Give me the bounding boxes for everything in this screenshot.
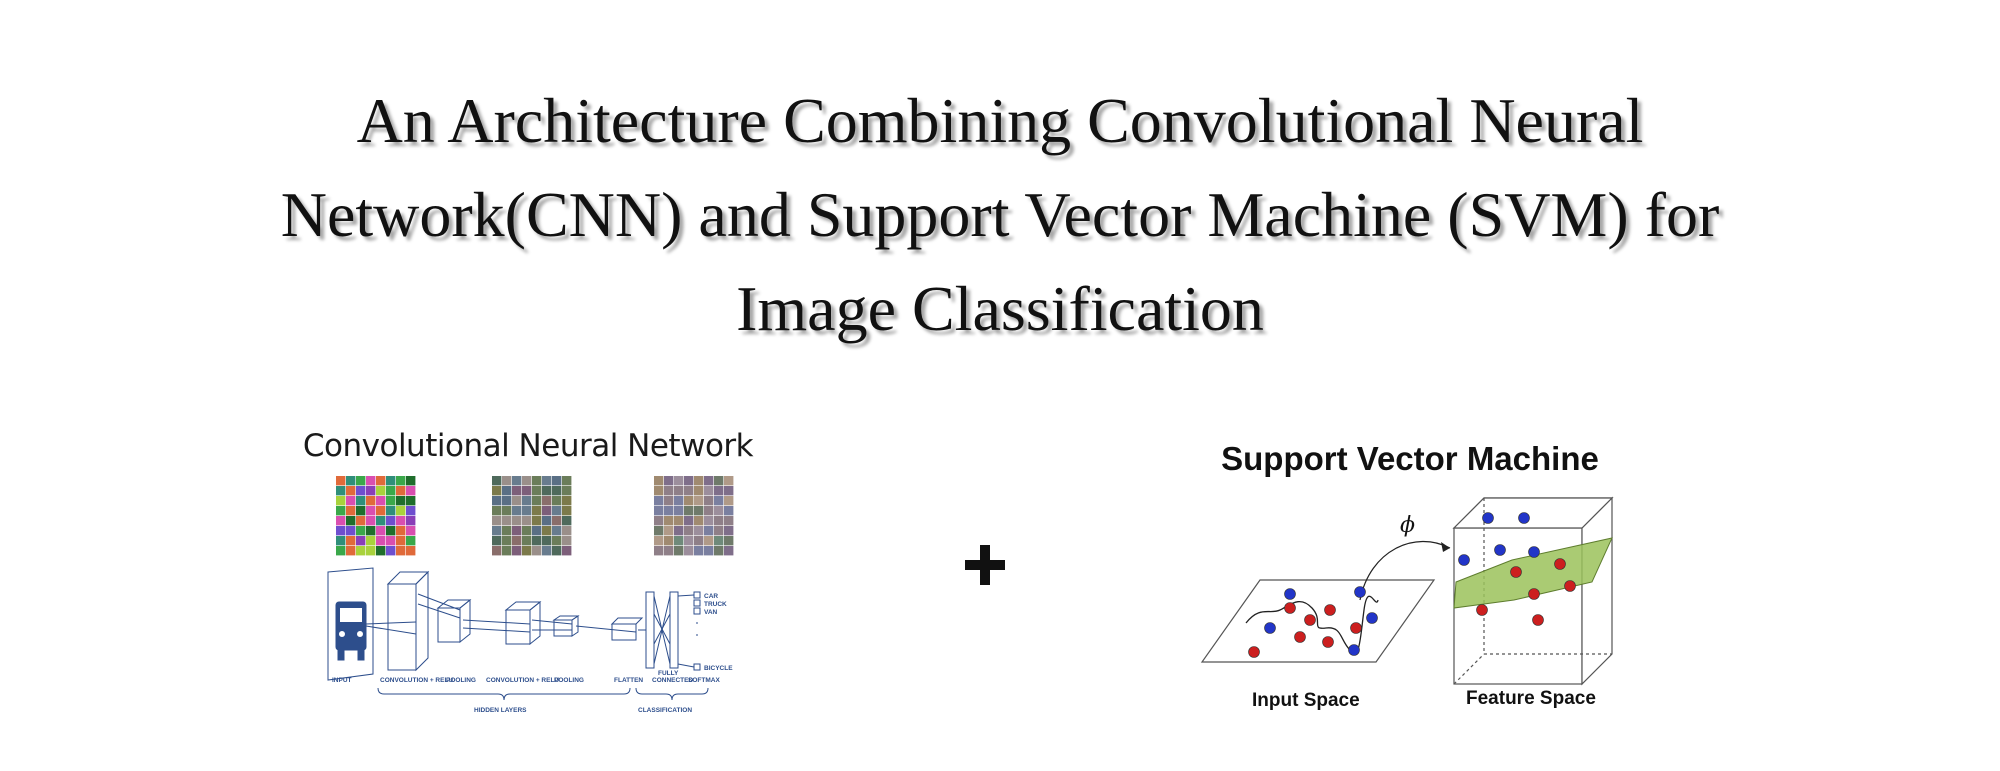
cnn-title: Convolutional Neural Network xyxy=(302,428,754,464)
red-data-point xyxy=(1284,602,1296,614)
red-data-point xyxy=(1248,646,1260,658)
classification-brace xyxy=(635,687,709,701)
fully-connected-layer xyxy=(638,591,679,669)
separating-hyperplane xyxy=(1453,537,1613,609)
page-title: An Architecture Combining Convolutional … xyxy=(0,74,2000,356)
phi-label: ϕ xyxy=(1400,513,1415,538)
title-line-3: Image Classification xyxy=(736,273,1264,344)
red-data-point xyxy=(1564,580,1576,592)
red-data-point xyxy=(1350,622,1362,634)
cnn-diagram: INPUT CONVOLUTION + RELU POOLING CONVOLU… xyxy=(327,476,734,714)
blue-data-point xyxy=(1348,644,1360,656)
red-data-point xyxy=(1554,558,1566,570)
blue-data-point xyxy=(1528,546,1540,558)
red-data-point xyxy=(1528,588,1540,600)
cnn-label-truck: TRUCK xyxy=(704,601,727,608)
blue-data-point xyxy=(1354,586,1366,598)
cnn-label-van: VAN xyxy=(704,609,718,616)
cnn-label-pool2: POOLING xyxy=(554,677,584,684)
red-data-point xyxy=(1304,614,1316,626)
title-line-2: Network(CNN) and Support Vector Machine … xyxy=(280,179,1720,250)
feature-map-3 xyxy=(654,476,734,556)
blue-data-point xyxy=(1264,622,1276,634)
pool1-block xyxy=(417,593,472,644)
input-space-label: Input Space xyxy=(1252,690,1360,711)
phi-arrow-head xyxy=(1441,542,1450,552)
pool2-block xyxy=(531,615,580,637)
cnn-label-fully: FULLY xyxy=(658,670,679,677)
red-data-point xyxy=(1324,604,1336,616)
feature-space-label: Feature Space xyxy=(1466,688,1596,709)
feature-map-2 xyxy=(492,476,572,556)
cnn-label-connected: CONNECTED xyxy=(652,677,693,684)
blue-data-point xyxy=(1494,544,1506,556)
conv1-block xyxy=(365,570,430,672)
cnn-label-pool1: POOLING xyxy=(446,677,476,684)
red-data-point xyxy=(1476,604,1488,616)
title-line-1: An Architecture Combining Convolutional … xyxy=(356,85,1644,156)
flatten-block xyxy=(575,617,644,641)
red-data-point xyxy=(1532,614,1544,626)
plus-icon xyxy=(963,543,1007,587)
softmax-layer xyxy=(677,591,701,671)
cnn-label-flatten: FLATTEN xyxy=(614,677,643,684)
blue-data-point xyxy=(1482,512,1494,524)
cnn-label-conv2: CONVOLUTION + RELU xyxy=(486,677,559,684)
cnn-label-input: INPUT xyxy=(332,677,352,684)
svm-title: Support Vector Machine xyxy=(1221,440,1599,477)
blue-data-point xyxy=(1366,612,1378,624)
feature-map-1 xyxy=(336,476,416,556)
input-image xyxy=(327,567,374,681)
cnn-label-softmax: SOFTMAX xyxy=(688,677,720,684)
conv2-block xyxy=(462,600,542,646)
cnn-label-bicycle: BICYCLE xyxy=(704,665,733,672)
cnn-label-classification: CLASSIFICATION xyxy=(638,707,692,714)
red-data-point xyxy=(1510,566,1522,578)
red-data-point xyxy=(1294,631,1306,643)
cnn-label-car: CAR xyxy=(704,593,718,600)
nonlinear-boundary-curve xyxy=(1245,595,1379,654)
red-data-point xyxy=(1322,636,1334,648)
blue-data-point xyxy=(1458,554,1470,566)
blue-data-point xyxy=(1284,588,1296,600)
cnn-label-conv1: CONVOLUTION + RELU xyxy=(380,677,453,684)
hidden-layers-brace xyxy=(377,687,631,701)
blue-data-point xyxy=(1518,512,1530,524)
svm-diagram: ϕ xyxy=(1200,496,1614,686)
cnn-label-hidden-layers: HIDDEN LAYERS xyxy=(474,707,527,714)
phi-mapping-arrow xyxy=(1359,540,1451,601)
